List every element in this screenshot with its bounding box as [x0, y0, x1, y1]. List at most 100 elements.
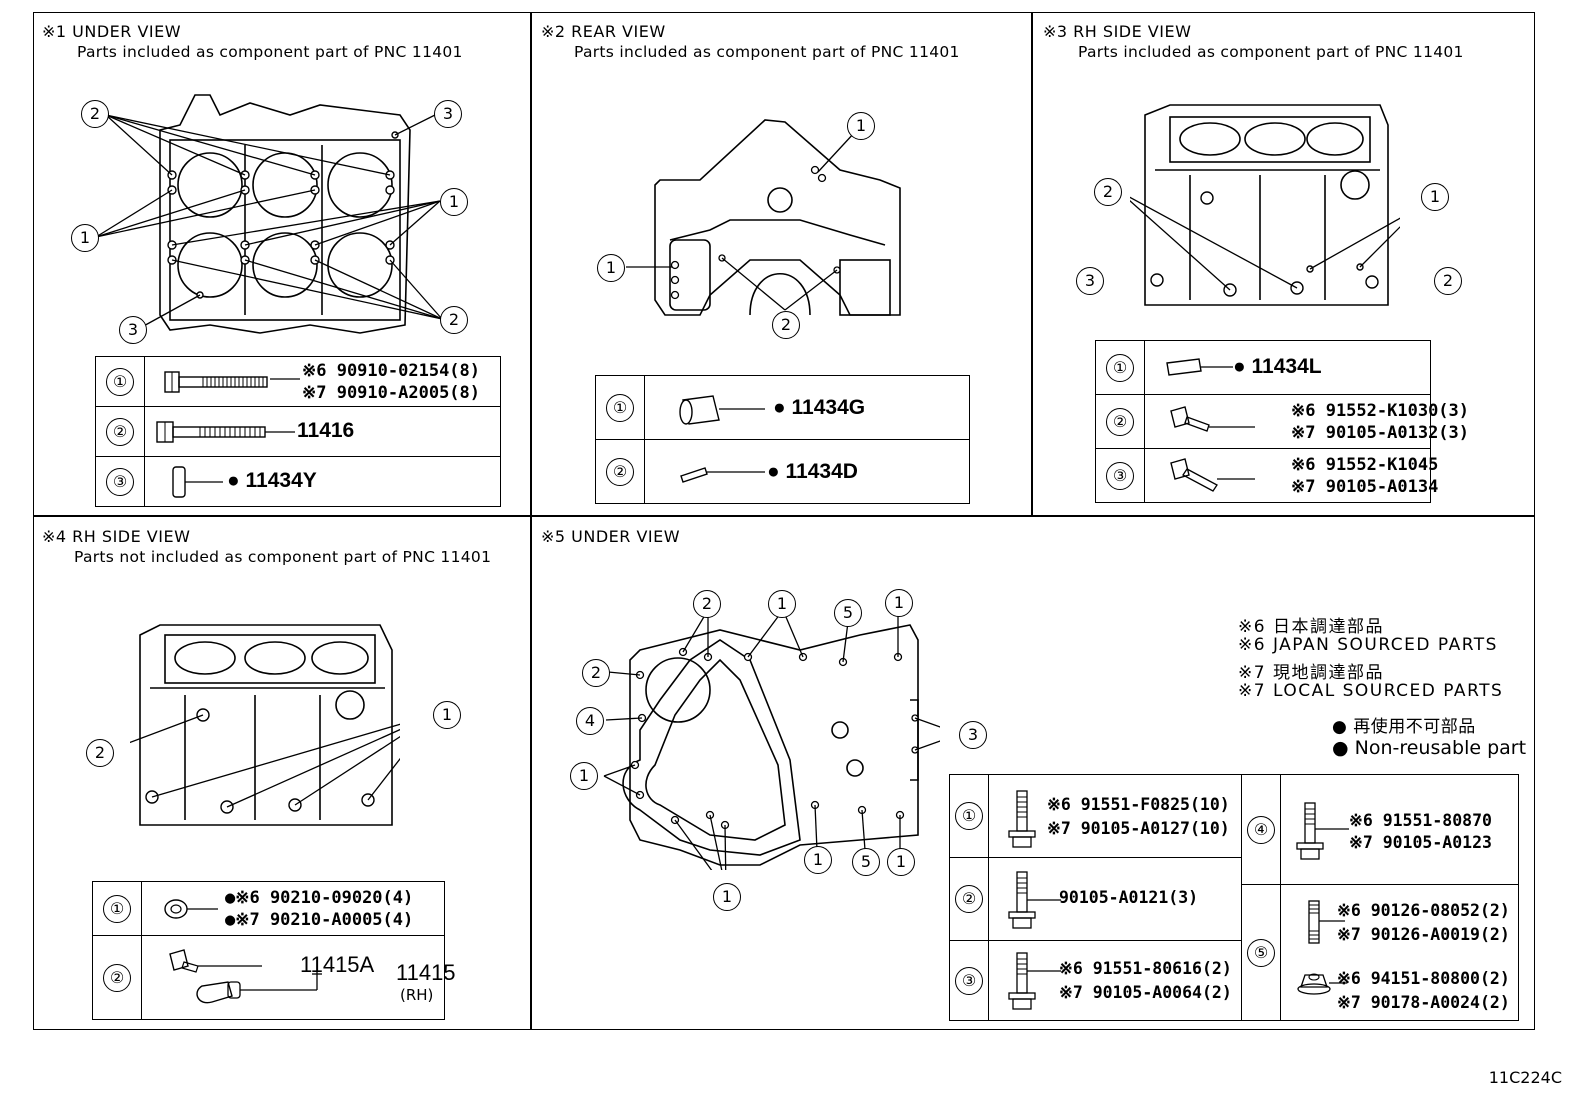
- part-number: ●※6 90210-09020(4): [225, 888, 414, 908]
- part-number: ● 11434L: [1233, 355, 1322, 378]
- callout-4: 4: [576, 707, 604, 735]
- callout-1: 1: [768, 590, 796, 618]
- part-number: ※6 91551-80616(2): [1059, 959, 1232, 978]
- callout-2: 2: [440, 306, 468, 334]
- row-number: ③: [955, 966, 983, 995]
- callout-2: 2: [1434, 267, 1462, 295]
- row-number: ②: [103, 963, 131, 992]
- flange-nut-icon: [1297, 973, 1347, 995]
- callout-5: 5: [852, 848, 880, 876]
- row-number: ②: [106, 417, 134, 446]
- part-number: ※7 90105-A0123: [1349, 833, 1492, 852]
- callout-1: 1: [885, 589, 913, 617]
- part-number: ※6 91551-F0825(10): [1047, 795, 1230, 814]
- stud-bolt-icon: [1008, 790, 1036, 848]
- part-number: ※7 90105-A0064(2): [1059, 983, 1232, 1002]
- row-number: ①: [955, 802, 983, 830]
- part-number: ● 11434D: [767, 460, 858, 483]
- flange-bolt-icon: [1008, 871, 1061, 929]
- stud-icon: [1308, 900, 1345, 944]
- part-number: ※6 90126-08052(2): [1337, 901, 1510, 920]
- figure-code: 11C224C: [1488, 1068, 1562, 1087]
- pin-icon: [680, 467, 765, 483]
- callout-3: 3: [1076, 267, 1104, 295]
- panel-title: ※5 UNDER VIEW: [541, 527, 681, 546]
- callout-1: 1: [713, 883, 741, 911]
- oil-pan-under-view-illustration: [603, 609, 940, 870]
- legend-item: ※7 LOCAL SOURCED PARTS: [1238, 681, 1504, 701]
- callout-2: 2: [81, 100, 109, 128]
- row-number: ①: [606, 393, 634, 422]
- legend-item: ※6 JAPAN SOURCED PARTS: [1238, 635, 1498, 655]
- callout-1: 1: [597, 254, 625, 282]
- callout-1: 1: [887, 848, 915, 876]
- parts-table-1: ① ※6 90910-02154(8) ※7 90910-A2005(8) ②: [95, 356, 501, 507]
- parts-table-3: ① ● 11434L ② ※6 91552-K1030(3) ※7 90105-…: [1095, 340, 1469, 503]
- part-number: ※7 90105-A0134: [1291, 477, 1439, 497]
- parts-table-2: ① ● 11434G ② ● 11434D: [595, 375, 970, 504]
- callout-2: 2: [693, 590, 721, 618]
- part-side-label: (RH): [400, 986, 434, 1004]
- callout-3: 3: [959, 721, 987, 749]
- row-number: ③: [106, 467, 134, 496]
- hollow-dowel-icon: [679, 395, 765, 425]
- callout-1: 1: [847, 112, 875, 140]
- row-number: ②: [606, 457, 634, 486]
- callout-1: 1: [804, 846, 832, 874]
- part-number: ※6 94151-80800(2): [1337, 969, 1510, 988]
- part-number: ● 11434Y: [227, 469, 317, 492]
- legend-item: ● Non-reusable part: [1332, 737, 1527, 759]
- dowel-pin-icon: [172, 466, 223, 498]
- callout-1: 1: [71, 224, 99, 252]
- engine-block-rh-side-illustration: [130, 624, 400, 826]
- part-number: ● 11434G: [773, 396, 866, 419]
- callout-2: 2: [1094, 178, 1122, 206]
- row-number: ①: [106, 367, 134, 396]
- legend-item: ● 再使用不可部品: [1332, 717, 1476, 737]
- flange-bolt-icon: [1170, 458, 1255, 492]
- row-number: ②: [1106, 407, 1134, 436]
- row-number: ⑤: [1247, 938, 1275, 967]
- callout-5: 5: [834, 599, 862, 627]
- flange-bolt-icon: [156, 421, 295, 443]
- row-number: ④: [1247, 815, 1275, 844]
- parts-table-5-right: ④ ※6 91551-80870 ※7 90105-A0123 ⑤: [1241, 774, 1519, 1021]
- flange-bolt-icon: [1170, 406, 1255, 432]
- diagram-frame: [33, 12, 1535, 1030]
- flange-bolt-icon: [164, 371, 268, 393]
- divider: [1031, 12, 1033, 516]
- callout-2: 2: [86, 739, 114, 767]
- flange-bolt-icon: [1008, 952, 1061, 1010]
- legend-item: ※6 日本調達部品: [1238, 617, 1384, 637]
- part-number: ●※7 90210-A0005(4): [225, 910, 414, 930]
- panel-title: ※4 RH SIDE VIEW: [42, 527, 191, 546]
- panel-title: ※2 REAR VIEW: [541, 22, 666, 41]
- divider: [530, 12, 532, 1029]
- panel-title: ※1 UNDER VIEW: [42, 22, 182, 41]
- drain-cock-icon: [169, 949, 322, 1004]
- part-number: ※6 90910-02154(8): [302, 361, 481, 381]
- plug-icon: [164, 899, 218, 919]
- callout-1: 1: [570, 762, 598, 790]
- part-number: 90105-A0121(3): [1059, 888, 1199, 907]
- part-number: 11415A: [300, 952, 375, 977]
- panel-subtitle: Parts included as component part of PNC …: [574, 43, 960, 61]
- callout-1: 1: [433, 701, 461, 729]
- row-number: ②: [955, 885, 983, 913]
- parts-table-4: ① ●※6 90210-09020(4) ●※7 90210-A0005(4) …: [92, 881, 456, 1020]
- part-number: ※6 91551-80870: [1349, 811, 1492, 830]
- callout-1: 1: [1421, 183, 1449, 211]
- callout-1: 1: [440, 188, 468, 216]
- row-number: ③: [1106, 461, 1134, 490]
- row-number: ①: [1106, 353, 1134, 382]
- callout-3: 3: [119, 316, 147, 344]
- callout-2: 2: [582, 659, 610, 687]
- flange-bolt-icon: [1296, 802, 1349, 860]
- engine-block-rh-side-illustration: [1130, 104, 1400, 306]
- legend-item: ※7 現地調達部品: [1238, 663, 1384, 683]
- pin-icon: [1166, 358, 1233, 376]
- part-number: 11415: [396, 960, 456, 985]
- callout-3: 3: [434, 100, 462, 128]
- engine-block-under-view-illustration: [95, 94, 443, 334]
- parts-table-5-left: ① ※6 91551-F0825(10) ※7 90105-A0127(10) …: [949, 774, 1242, 1021]
